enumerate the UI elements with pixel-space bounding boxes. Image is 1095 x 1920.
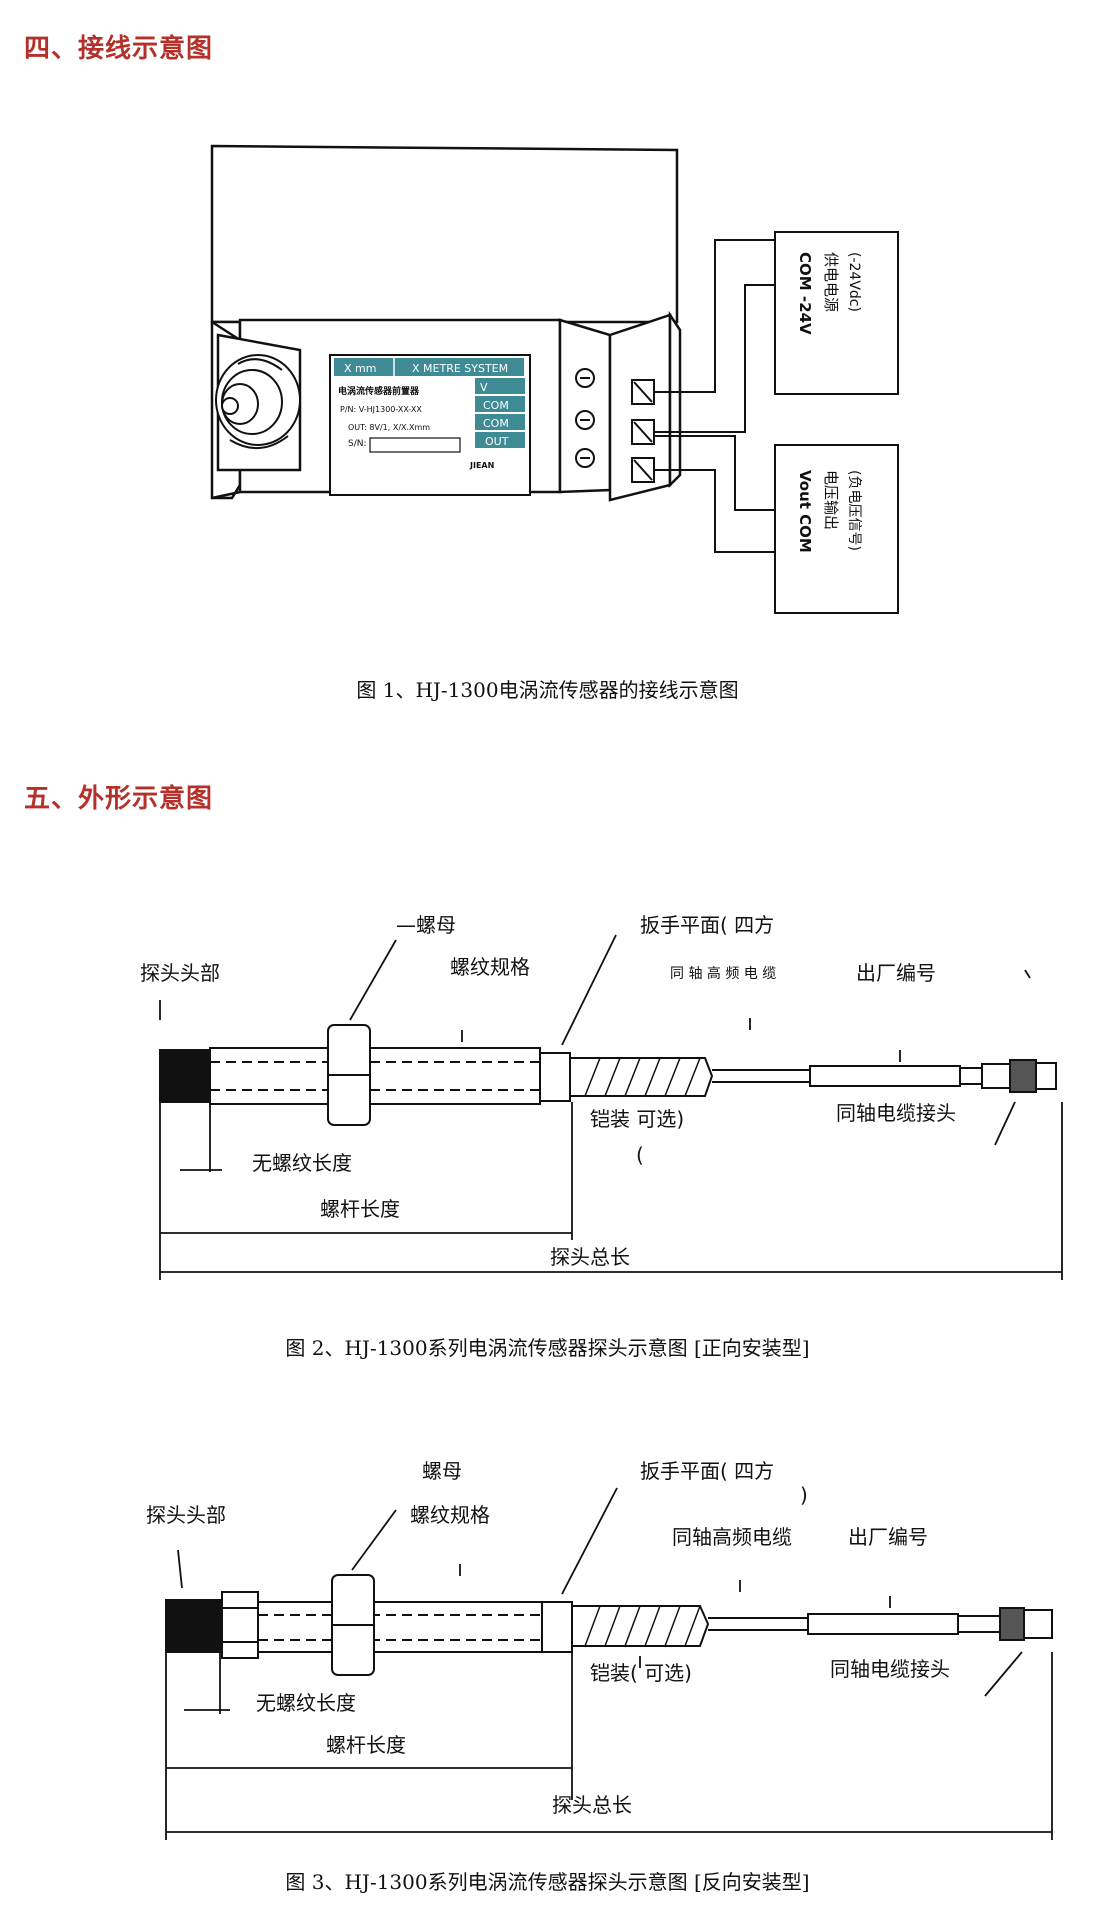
wires (654, 239, 775, 553)
output-signal-label: (负电压信号) (846, 470, 862, 551)
panel-terminal-com-1: COM (483, 399, 509, 412)
probe-head-label: 探头头部 (146, 1503, 226, 1527)
panel-serial-label: S/N: (348, 439, 367, 449)
probe-diagram-reverse: 探头头部 螺母 螺纹规格 扳手平面( 四方 ) 同轴高频电缆 出厂编号 铠装( … (146, 1459, 1053, 1840)
wrench-flat-label: 扳手平面( 四方 (640, 913, 774, 937)
coax-cable-label: 同 轴 高 频 电 缆 (670, 965, 776, 982)
wrench-flat-block (541, 1601, 573, 1653)
cable-sleeve (807, 1613, 959, 1635)
power-supply-label: 供电电源 (822, 252, 840, 312)
total-length-label: 探头总长 (552, 1793, 632, 1817)
probe-tip (159, 1049, 211, 1103)
wrench-flat-label: 扳手平面( 四方 (640, 1459, 774, 1483)
panel-terminal-com-2: COM (483, 417, 509, 430)
panel-vendor: JIEAN (469, 461, 494, 470)
figure2-caption: 图 2、HJ-1300系列电涡流传感器探头示意图 [正向安装型] (285, 1336, 810, 1360)
serial-number-label: 出厂编号 (856, 961, 936, 985)
voltage-output-box: Vout COM 电压输出 (负电压信号) (774, 444, 899, 614)
power-supply-box: COM -24V 供电电源 (-24Vdc) (774, 231, 899, 395)
panel-system-label: X METRE SYSTEM (412, 362, 508, 375)
screw-length-label: 螺杆长度 (326, 1733, 406, 1757)
cable-sleeve (809, 1065, 961, 1087)
armor-label: 铠装 可选) (590, 1107, 684, 1131)
total-length-label: 探头总长 (550, 1245, 630, 1269)
unthreaded-length-label: 无螺纹长度 (256, 1691, 356, 1715)
wrench-flat-block (539, 1052, 571, 1102)
panel-terminal-out: OUT (485, 435, 509, 448)
power-voltage-label: (-24Vdc) (846, 252, 862, 312)
figure3-caption: 图 3、HJ-1300系列电涡流传感器探头示意图 [反向安装型] (285, 1870, 810, 1894)
armor-section (569, 1057, 714, 1097)
coax-cable-label: 同轴高频电缆 (672, 1525, 792, 1549)
cable-connector (999, 1607, 1025, 1641)
probe-head-label: 探头头部 (140, 961, 220, 985)
wrench-flat-paren: ) (800, 1483, 808, 1507)
nut-label: 螺母 (422, 1459, 462, 1483)
rear-fitting (221, 1591, 259, 1659)
panel-part-number: P/N: V-HJ1300-XX-XX (340, 405, 422, 414)
probe-body (209, 1047, 541, 1105)
wiring-diagram: X mm X METRE SYSTEM 电涡流传感器前置器 P/N: V-HJ1… (210, 144, 899, 614)
armor-label: 铠装( 可选) (590, 1661, 692, 1685)
output-voltage-label: 电压输出 (822, 470, 840, 530)
panel-model-line: 电涡流传感器前置器 (338, 385, 420, 397)
output-terminal-label: Vout COM (796, 470, 814, 553)
probe-diagram-forward: 探头头部 —螺母 螺纹规格 扳手平面( 四方 同 轴 高 频 电 缆 出厂编号 … (140, 913, 1063, 1280)
thread-spec-label: 螺纹规格 (450, 955, 530, 979)
screw-length-label: 螺杆长度 (320, 1197, 400, 1221)
panel-terminal-list: V COM COM OUT (475, 378, 525, 448)
label-panel: X mm X METRE SYSTEM 电涡流传感器前置器 P/N: V-HJ1… (329, 354, 531, 496)
unthreaded-length-label: 无螺纹长度 (252, 1151, 352, 1175)
thread-spec-label: 螺纹规格 (410, 1503, 490, 1527)
cable-connector (1009, 1059, 1037, 1093)
probe-connector-icon (215, 354, 301, 450)
probe-tip (165, 1599, 223, 1653)
panel-terminal-v: V (480, 381, 488, 394)
probe-body (257, 1601, 543, 1653)
armor-section (571, 1605, 710, 1647)
panel-unit-label: X mm (344, 362, 376, 375)
figure1-caption: 图 1、HJ-1300电涡流传感器的接线示意图 (356, 678, 739, 702)
coax-connector-label: 同轴电缆接头 (836, 1101, 956, 1125)
section-title-outline: 五、外形示意图 (24, 784, 214, 814)
power-terminal-label: COM -24V (796, 252, 814, 335)
panel-output-line: OUT: 8V/1, X/X.Xmm (348, 423, 430, 432)
serial-number-label: 出厂编号 (848, 1525, 928, 1549)
section-title-wiring: 四、接线示意图 (24, 34, 214, 64)
coax-connector-label: 同轴电缆接头 (830, 1657, 950, 1681)
terminal-screws (575, 368, 655, 483)
housing-top (210, 144, 679, 324)
nut-label: —螺母 (396, 913, 456, 937)
armor-paren: ( (636, 1143, 644, 1167)
